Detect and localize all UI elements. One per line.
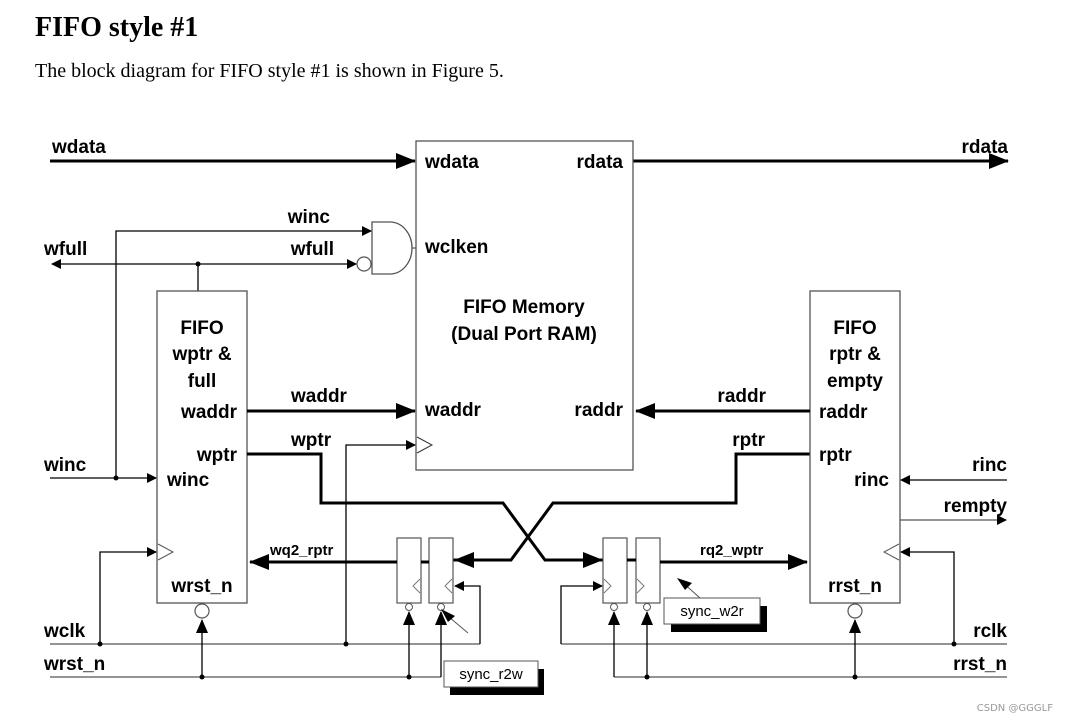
wclk-wire [50, 440, 481, 647]
rdata-output-label: rdata [962, 137, 1009, 158]
rblock-title-line3: empty [827, 371, 883, 392]
and-gate-icon [371, 221, 413, 275]
wfull-wire [51, 259, 357, 291]
rrst-n-wire [608, 611, 1007, 680]
rblock-port-rrst-n: rrst_n [828, 576, 882, 597]
sync-r2w-clock-icon-2 [444, 578, 453, 594]
wrst-n-label: wrst_n [43, 654, 105, 675]
wblock-port-waddr: waddr [180, 402, 238, 423]
rq2-wptr-wire-label: rq2_wptr [700, 542, 764, 559]
wfull-output-label: wfull [43, 239, 87, 260]
rrst-n-label: rrst_n [953, 654, 1007, 675]
mem-port-raddr: raddr [574, 400, 623, 421]
rblock-title-line1: FIFO [833, 318, 876, 339]
watermark: CSDN @GGGLF [976, 703, 1053, 714]
rclk-label: rclk [973, 621, 1007, 642]
rinc-input-label: rinc [972, 455, 1007, 476]
wq2-rptr-bus [249, 552, 490, 570]
sync-w2r-label: sync_w2r [680, 603, 743, 620]
wblock-clock-triangle-icon [157, 543, 175, 561]
rblock-port-rinc: rinc [854, 470, 889, 491]
rempty-output-label: rempty [944, 496, 1008, 517]
wrst-n-wire [50, 611, 447, 680]
winc-to-gate-wire [115, 226, 372, 478]
sync-w2r-clock-icon-2 [636, 578, 645, 594]
wblock-title-line2: wptr & [171, 344, 231, 365]
rclk-wire [560, 547, 1007, 647]
sync-w2r-callout: sync_w2r [663, 578, 767, 632]
mem-clock-triangle-icon [416, 436, 434, 454]
rblock-port-raddr: raddr [819, 402, 868, 423]
winc-input-wire [50, 473, 157, 483]
wblock-reset-bubble-icon [194, 603, 210, 619]
sync-w2r-flop-1 [602, 537, 628, 604]
mem-port-waddr: waddr [424, 400, 482, 421]
wptr-bus [247, 452, 606, 562]
sync-r2w-flop-1 [396, 537, 422, 604]
wclk-label: wclk [43, 621, 86, 642]
mem-port-rdata: rdata [577, 152, 624, 173]
wblock-title-line1: FIFO [180, 318, 223, 339]
winc-input-label: winc [43, 455, 87, 476]
sync-r2w-clock-icon-1 [412, 578, 421, 594]
wblock-port-wptr: wptr [196, 445, 238, 466]
rblock-reset-bubble-icon [847, 603, 863, 619]
sync-w2r-clock-icon-1 [603, 578, 612, 594]
wq2-rptr-wire-label: wq2_rptr [269, 542, 334, 559]
wblock-port-wrst-n: wrst_n [170, 576, 232, 597]
waddr-wire-label: waddr [290, 386, 348, 407]
mem-port-wclken: wclken [424, 237, 488, 258]
rblock-title-line2: rptr & [829, 344, 881, 365]
section-heading: FIFO style #1 [35, 12, 199, 43]
wptr-wire-label: wptr [290, 430, 332, 451]
wdata-input-label: wdata [51, 137, 106, 158]
gate-winc-label: winc [287, 207, 331, 228]
rptr-bus [452, 452, 810, 562]
rblock-port-rptr: rptr [819, 445, 852, 466]
wblock-title-line3: full [188, 371, 217, 392]
gate-wfull-label: wfull [290, 239, 334, 260]
fifo-memory-block [415, 140, 634, 471]
mem-title-line2: (Dual Port RAM) [451, 324, 597, 345]
rq2-wptr-bus [566, 552, 808, 570]
wblock-port-winc: winc [166, 470, 210, 491]
rblock-clock-triangle-icon [882, 543, 900, 561]
mem-title-line1: FIFO Memory [463, 297, 585, 318]
intro-paragraph: The block diagram for FIFO style #1 is s… [35, 60, 504, 82]
mem-port-wdata: wdata [424, 152, 479, 173]
raddr-wire-label: raddr [717, 386, 766, 407]
sync-w2r-flop-2 [635, 537, 661, 604]
sync-r2w-flop-2 [428, 537, 454, 604]
rptr-wire-label: rptr [732, 430, 765, 451]
sync-r2w-callout: sync_r2w [441, 609, 544, 695]
inverter-bubble-icon [356, 256, 372, 272]
sync-r2w-label: sync_r2w [459, 666, 523, 683]
